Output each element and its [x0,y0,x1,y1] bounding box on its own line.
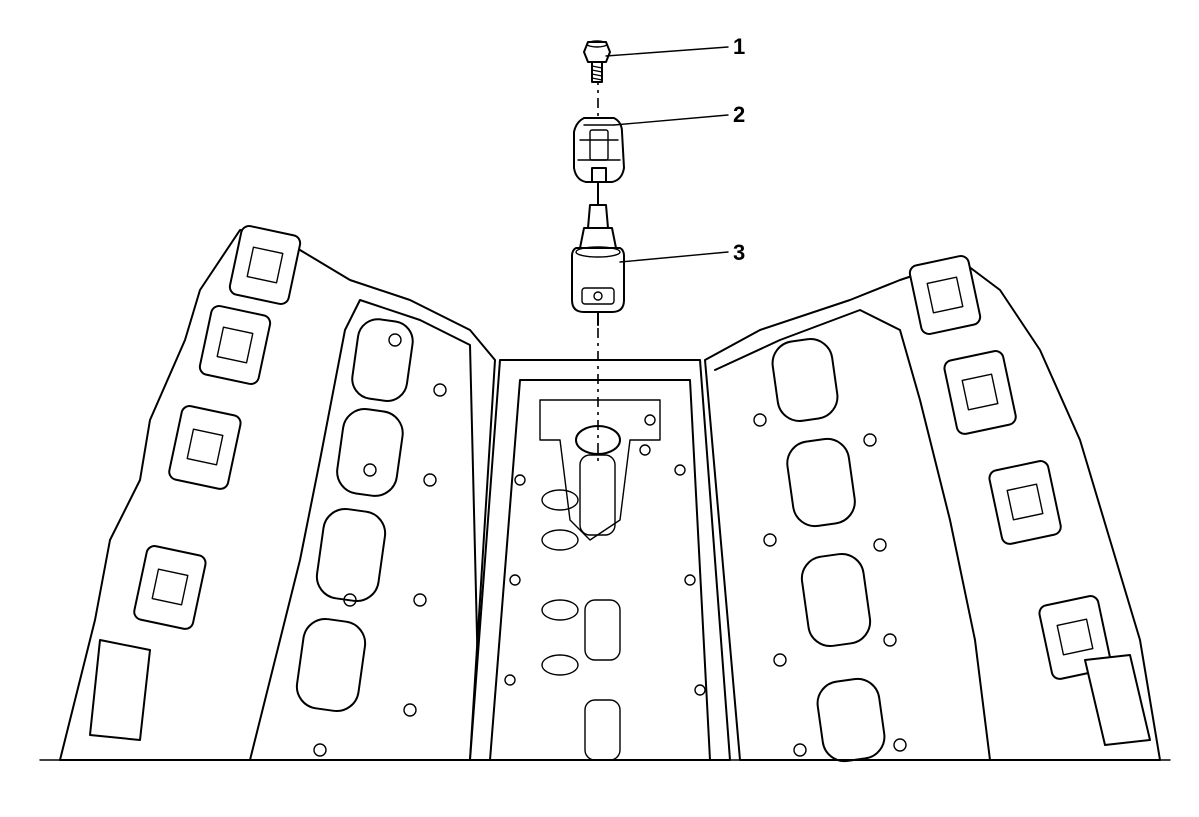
callout-number-1: 1 [733,34,746,59]
right-intake-ports [771,338,886,763]
bolt-part [583,40,611,83]
leader-line-1 [605,46,729,57]
engine-block [39,225,1171,763]
engine-valley [469,359,731,761]
leader-line-3 [619,251,729,263]
callout-number-3: 3 [733,240,746,265]
callout-number-2: 2 [733,102,746,127]
sensor-connector-part [573,117,625,206]
left-cylinder-head [59,225,496,761]
left-ignition-coils [89,225,302,741]
callout-leaders [605,46,729,263]
leader-line-2 [613,114,729,126]
left-bolt-holes [313,333,447,757]
left-intake-ports [295,318,414,713]
sensor-part [571,204,625,326]
right-cylinder-head [704,255,1161,763]
right-bolt-holes [753,413,907,757]
right-ignition-coils [908,255,1151,746]
